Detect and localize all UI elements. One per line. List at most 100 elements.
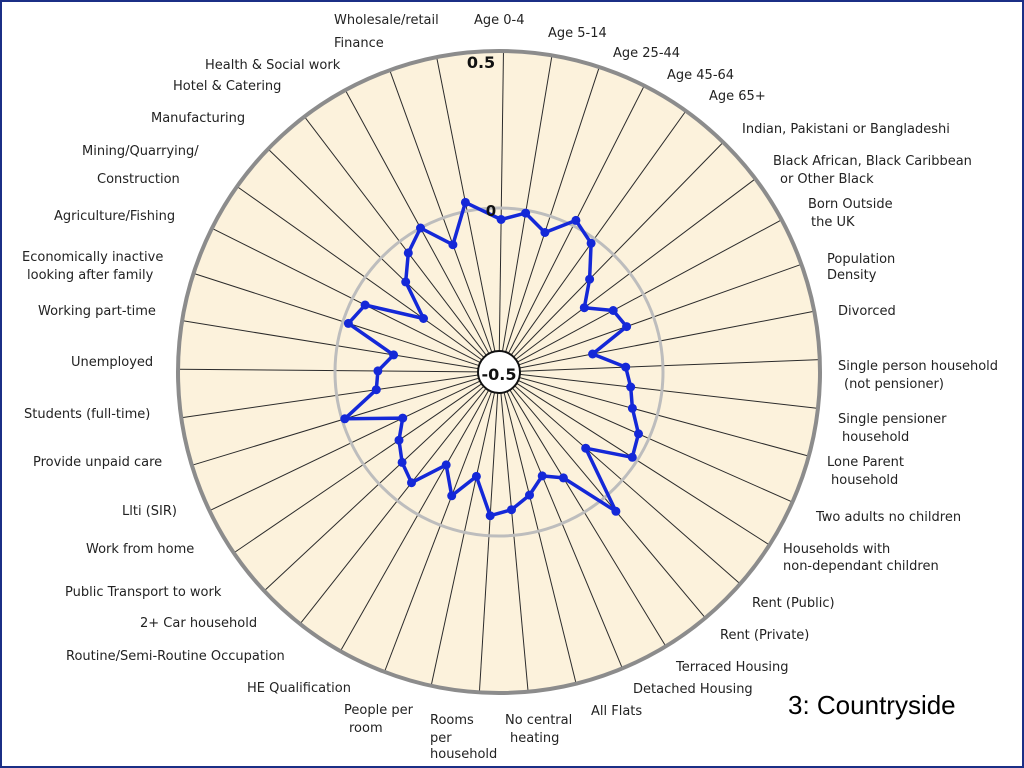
- category-label: Health & Social work: [205, 58, 341, 73]
- category-label: Black African, Black Caribbean: [773, 154, 972, 169]
- category-label: Households with: [783, 542, 890, 557]
- data-point: [471, 471, 481, 481]
- data-point: [626, 382, 636, 392]
- category-label: Unemployed: [71, 355, 153, 370]
- data-point: [571, 215, 581, 225]
- data-point: [389, 350, 399, 360]
- data-point: [611, 506, 621, 516]
- category-label: Indian, Pakistani or Bangladeshi: [742, 122, 950, 137]
- category-label: the UK: [811, 215, 855, 230]
- data-point: [460, 197, 470, 207]
- radar-spoke: [519, 310, 815, 369]
- radar-spoke: [384, 391, 492, 673]
- category-label: Agriculture/Fishing: [54, 209, 175, 224]
- data-point: [558, 473, 568, 483]
- data-point: [441, 460, 451, 470]
- radar-spoke: [299, 388, 487, 625]
- data-point: [416, 223, 425, 233]
- category-label: Age 0-4: [474, 13, 525, 28]
- category-label: Terraced Housing: [675, 660, 789, 675]
- data-point: [340, 414, 350, 424]
- category-label: room: [349, 721, 383, 736]
- category-label: Detached Housing: [633, 682, 753, 697]
- category-label: Wholesale/retail: [334, 13, 439, 28]
- category-label: Two adults no children: [815, 510, 961, 525]
- data-point: [401, 277, 411, 287]
- category-label: Rent (Public): [752, 596, 835, 611]
- category-label: Density: [827, 268, 877, 283]
- data-point: [496, 215, 506, 224]
- radar-spoke: [344, 89, 490, 354]
- category-label: All Flats: [591, 704, 642, 719]
- scale-label: 0.5: [467, 53, 495, 72]
- category-label: household: [430, 747, 497, 762]
- data-point: [627, 452, 637, 462]
- radar-spoke: [506, 391, 623, 669]
- radar-spoke: [518, 263, 802, 366]
- scale-label: -0.5: [482, 365, 517, 384]
- scale-label: 0: [486, 202, 496, 220]
- data-point: [394, 435, 404, 445]
- data-point: [397, 457, 407, 467]
- data-point: [521, 208, 531, 218]
- category-label: (not pensioner): [844, 377, 944, 392]
- data-point: [608, 306, 618, 315]
- category-label: Provide unpaid care: [33, 455, 162, 470]
- data-point: [581, 443, 591, 453]
- data-point: [627, 403, 637, 413]
- radar-spoke: [211, 227, 481, 364]
- radar-spoke: [512, 387, 706, 619]
- category-label: Age 65+: [709, 89, 766, 104]
- category-label: Public Transport to work: [65, 585, 222, 600]
- radar-spoke: [181, 374, 479, 419]
- radar-spoke: [233, 383, 482, 554]
- radar-spoke: [389, 69, 493, 353]
- category-label: Age 5-14: [548, 26, 607, 41]
- radar-spoke: [517, 219, 782, 363]
- data-point: [579, 303, 589, 313]
- data-point: [507, 505, 516, 515]
- category-label: Work from home: [86, 542, 194, 557]
- radar-spoke: [193, 272, 480, 367]
- category-label: household: [831, 473, 898, 488]
- radar-spoke: [304, 116, 487, 356]
- data-point: [621, 362, 631, 372]
- category-label: looking after family: [27, 268, 154, 283]
- data-point: [448, 240, 458, 250]
- radar-spoke: [430, 392, 496, 686]
- category-label: Single pensioner: [838, 412, 947, 427]
- radar-spoke: [178, 368, 479, 373]
- data-point: [398, 413, 408, 423]
- data-point: [622, 322, 632, 332]
- center-hub: [477, 350, 521, 394]
- category-label: Economically inactive: [22, 250, 163, 265]
- category-label: Llti (SIR): [122, 504, 177, 519]
- category-label: heating: [510, 731, 559, 746]
- data-point: [403, 248, 413, 258]
- radar-spoke: [191, 377, 480, 466]
- radar-spoke: [519, 377, 809, 457]
- data-point: [371, 385, 381, 395]
- outer-ring: [176, 49, 822, 695]
- data-point: [585, 274, 595, 284]
- category-label: No central: [505, 713, 572, 728]
- category-label: Age 45-64: [667, 68, 734, 83]
- radar-spoke: [515, 178, 756, 360]
- radar-spoke: [500, 392, 529, 692]
- data-point: [540, 228, 550, 237]
- radar-spoke: [182, 320, 479, 370]
- data-point: [419, 314, 428, 323]
- radar-spoke: [519, 373, 818, 409]
- category-label: Lone Parent: [827, 455, 904, 470]
- radar-spoke: [236, 186, 483, 361]
- category-label: Routine/Semi-Routine Occupation: [66, 649, 285, 664]
- data-point: [586, 238, 596, 248]
- radar-spoke: [517, 380, 793, 503]
- radar-spoke: [510, 110, 687, 356]
- radar-spoke: [509, 389, 667, 647]
- category-label: Hotel & Catering: [173, 79, 281, 94]
- category-label: Age 25-44: [613, 46, 680, 61]
- category-label: Working part-time: [38, 304, 156, 319]
- series-line: [343, 200, 641, 518]
